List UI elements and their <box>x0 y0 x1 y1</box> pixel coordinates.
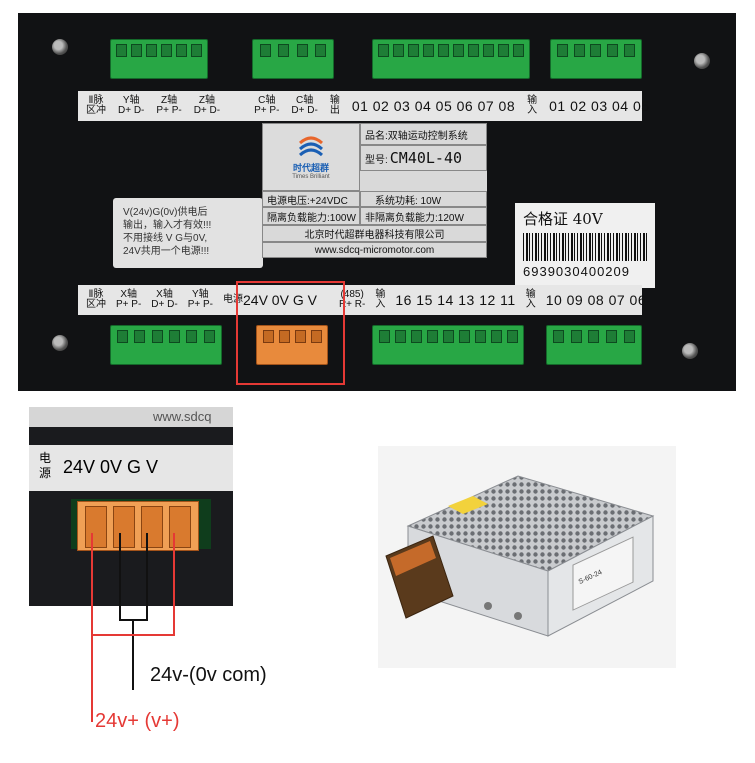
isolated-load: 隔离负载能力:100W <box>262 207 360 225</box>
system-power: 系统功耗: 10W <box>360 191 487 207</box>
power-terminal-highlight <box>236 281 345 385</box>
power-pin-labels: 24V 0V G V <box>243 292 317 308</box>
inset-label-strip: 电源 24V 0V G V <box>29 445 233 491</box>
label-output: 输出 <box>329 95 340 116</box>
power-voltage: 电源电压:+24VDC <box>262 191 360 207</box>
logo: 时代超群 Times Brilliant <box>262 123 360 191</box>
certificate-label: 合格证 40V 6939030400209 <box>515 203 655 288</box>
negative-annotation: 24v-(0v com) <box>150 664 267 686</box>
terminal-block-bottom-1 <box>110 325 222 365</box>
terminal-block-top-1 <box>110 39 208 79</box>
non-isolated-load: 非隔离负载能力:120W <box>360 207 487 225</box>
logo-icon <box>298 136 324 156</box>
model-row: 型号: CM40L-40 <box>360 145 487 171</box>
barcode-number: 6939030400209 <box>523 264 630 279</box>
barcode <box>523 233 647 261</box>
inset-top-strip: www.sdcq <box>29 407 233 427</box>
terminal-block-top-4 <box>550 39 642 79</box>
power-terminal-block <box>256 325 328 365</box>
label-input: 输入 <box>527 95 538 116</box>
label-rs485: (485)R+ R- <box>338 289 366 310</box>
input-numbers-a: 16 15 14 13 12 11 <box>395 292 516 308</box>
positive-bus-wire <box>91 533 175 636</box>
nameplate: 时代超群 Times Brilliant 品名:双轴运动控制系统 型号: CM4… <box>262 123 487 258</box>
ground-wire <box>119 533 148 621</box>
label-power: 电源 <box>223 294 243 305</box>
terminal-block-bottom-4 <box>546 325 642 365</box>
warning-sticker: V(24v)G(0v)供电后 输出，输入才有效!!! 不用接线 V G与0V, … <box>113 198 263 268</box>
label-pulse: Ⅱ脉区冲 <box>86 95 106 116</box>
product-name: 品名:双轴运动控制系统 <box>360 123 487 145</box>
screw-icon <box>52 39 68 55</box>
power-supply-icon <box>385 475 655 637</box>
screw-icon <box>682 343 698 359</box>
model-number: CM40L-40 <box>389 149 463 167</box>
screw-icon <box>52 335 68 351</box>
input-numbers-top: 01 02 03 04 05 <box>549 98 650 114</box>
terminal-block-top-2 <box>252 39 334 79</box>
terminal-block-top-3 <box>372 39 530 79</box>
website: www.sdcq-micromotor.com <box>262 242 487 258</box>
company-name: 北京时代超群电器科技有限公司 <box>262 225 487 242</box>
label-pulse-bottom: Ⅱ脉区冲 <box>86 289 106 310</box>
screw-icon <box>694 53 710 69</box>
output-numbers: 01 02 03 04 05 06 07 08 <box>351 98 516 114</box>
label-input-bottom-2: 输入 <box>525 289 536 310</box>
certificate-title: 合格证 40V <box>523 210 603 228</box>
positive-annotation: 24v+ (v+) <box>95 710 180 732</box>
power-supply-photo: S-60-24 <box>378 446 676 668</box>
label-input-bottom: 输入 <box>375 289 386 310</box>
input-numbers-b: 10 09 08 07 06 <box>545 292 647 308</box>
inset-pin-labels: 24V 0V G V <box>63 457 159 477</box>
terminal-block-bottom-3 <box>372 325 524 365</box>
inset-power-label: 电源 <box>39 451 52 480</box>
